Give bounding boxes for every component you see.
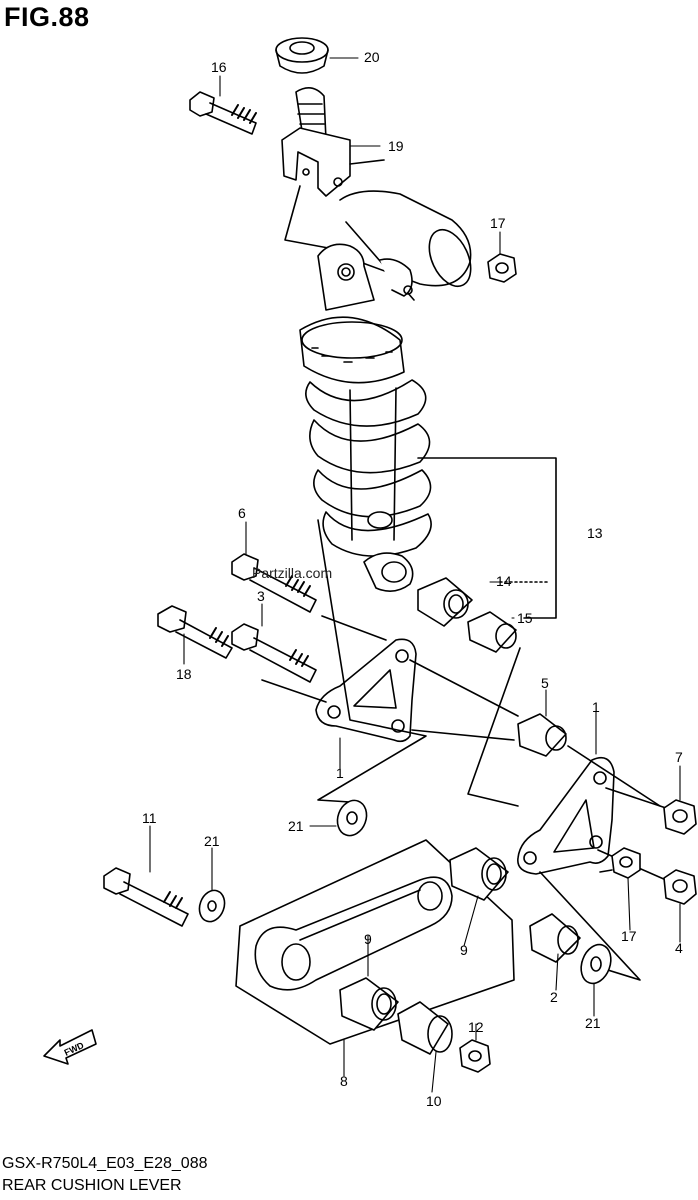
callout-bracket-13 xyxy=(417,457,557,619)
part-5-collar xyxy=(517,713,567,757)
part-10-collar xyxy=(397,1001,453,1055)
part-21-washer-left xyxy=(198,889,226,923)
part-8-link-rod xyxy=(254,876,453,991)
part-18-bolt xyxy=(157,605,233,659)
part-16-bolt xyxy=(189,91,257,135)
part-17-nut-lower xyxy=(611,847,641,879)
callout-2: 2 xyxy=(550,989,558,1005)
part-12-nut xyxy=(459,1039,491,1073)
callout-7: 7 xyxy=(675,749,683,765)
part-3-bolt xyxy=(231,623,317,683)
alignment-lines-middle xyxy=(261,519,519,803)
callout-17-lower: 17 xyxy=(621,928,637,944)
callout-1-right: 1 xyxy=(592,699,600,715)
callout-20: 20 xyxy=(364,49,380,65)
part-13-shock-absorber xyxy=(299,243,432,592)
callout-4: 4 xyxy=(675,940,683,956)
callout-6: 6 xyxy=(238,505,246,521)
callout-11: 11 xyxy=(142,810,157,826)
callout-9-lower: 9 xyxy=(364,931,372,947)
callout-10: 10 xyxy=(426,1093,442,1109)
figure-caption: REAR CUSHION LEVER xyxy=(2,1177,182,1194)
callout-17-upper: 17 xyxy=(490,215,506,231)
callout-14: 14 xyxy=(496,573,512,589)
callout-9-upper: 9 xyxy=(460,942,468,958)
part-7-nut xyxy=(663,799,697,835)
part-14-bushing xyxy=(417,577,473,627)
leader-lines xyxy=(149,57,681,1093)
part-20-cap-nut xyxy=(275,37,329,74)
callout-5: 5 xyxy=(541,675,549,691)
callout-3: 3 xyxy=(257,588,265,604)
part-4-nut xyxy=(663,869,697,905)
part-19-upper-clevis xyxy=(281,87,351,197)
part-2-collar xyxy=(529,913,581,963)
part-15-bushing xyxy=(467,611,517,653)
callout-8: 8 xyxy=(340,1073,348,1089)
figure-title: FIG.88 xyxy=(4,2,90,32)
part-21-washer-middle xyxy=(336,799,368,837)
callout-13: 13 xyxy=(587,525,603,541)
part-11-bolt xyxy=(103,867,189,927)
part-17-nut-upper xyxy=(487,253,517,283)
part-21-washer-right xyxy=(580,943,612,985)
fwd-arrow-icon xyxy=(43,1029,97,1065)
part-1-plate-right xyxy=(517,756,615,875)
callout-15: 15 xyxy=(517,610,533,626)
part-9-bushing-lower xyxy=(339,977,399,1031)
callout-1-left: 1 xyxy=(336,765,344,781)
part-1-plate-left xyxy=(315,638,417,743)
callout-18: 18 xyxy=(176,666,192,682)
callout-16: 16 xyxy=(211,59,227,75)
part-6-bolt xyxy=(231,553,317,613)
figure-code: GSX-R750L4_E03_E28_088 xyxy=(2,1155,208,1172)
callout-12: 12 xyxy=(468,1019,484,1035)
callout-21-middle: 21 xyxy=(288,818,304,834)
callout-19: 19 xyxy=(388,138,404,154)
watermark: Partzilla.com xyxy=(252,565,333,581)
shock-reservoir xyxy=(339,190,472,288)
callout-21-right: 21 xyxy=(585,1015,601,1031)
part-8-link-outline xyxy=(235,839,515,1045)
callout-21-left: 21 xyxy=(204,833,220,849)
part-9-bushing-upper xyxy=(449,847,509,901)
